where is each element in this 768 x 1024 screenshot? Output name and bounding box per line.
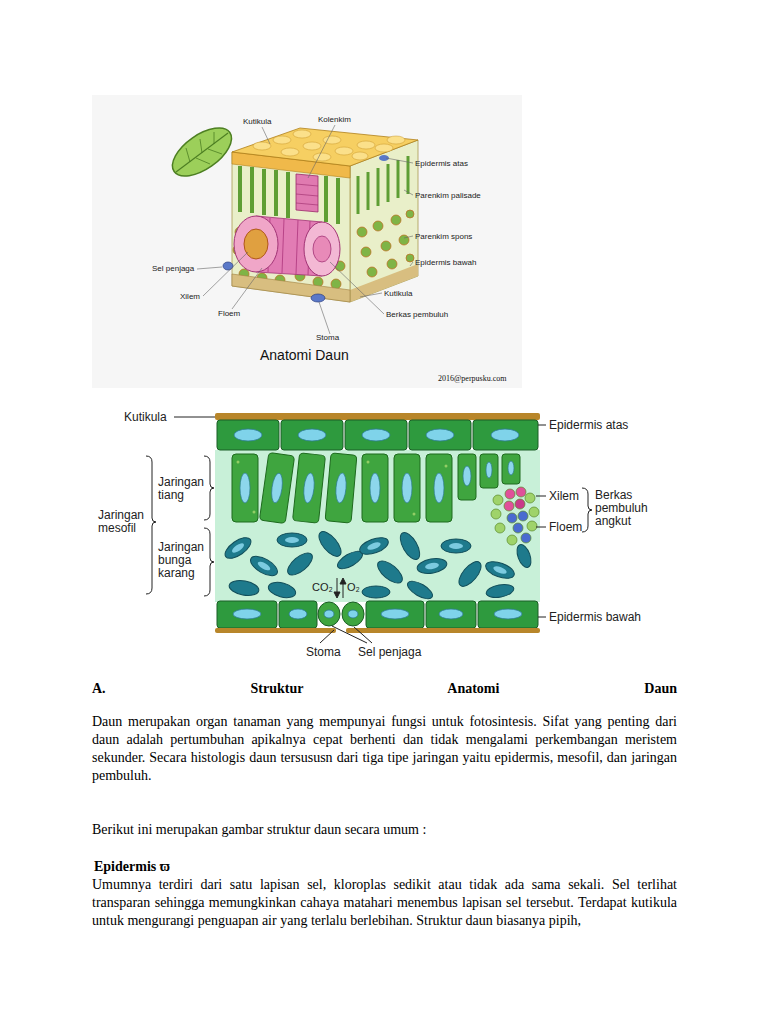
structure-label: Kolenkim xyxy=(318,115,351,125)
body-paragraph: Berikut ini merupakan gambar struktur da… xyxy=(92,821,677,839)
layer-label: Epidermis bawah xyxy=(415,258,476,268)
layer-label: Epidermis bawah xyxy=(549,611,669,624)
layer-label: Parenkim spons xyxy=(415,232,472,242)
structure-label: Kutikula xyxy=(384,289,412,299)
layer-label: Epidermis atas xyxy=(549,419,669,432)
structure-label: Stoma xyxy=(316,333,339,343)
tissue-label: Jaringan tiang xyxy=(158,476,208,502)
structure-label: Floem xyxy=(549,521,589,534)
gas-label: CO₂ xyxy=(312,581,333,593)
layer-label: Kutikula xyxy=(124,411,167,424)
structure-label: Stoma xyxy=(306,646,356,659)
structure-label: Xilem xyxy=(549,490,589,503)
structure-label: Berkas pembuluh angkut xyxy=(595,489,659,528)
structure-label: Berkas pembuluh xyxy=(386,310,448,320)
structure-label: Sel penjaga xyxy=(152,264,194,274)
layer-label: Parenkim palisade xyxy=(415,191,481,201)
body-paragraph: Daun merupakan organ tanaman yang mempun… xyxy=(92,713,677,785)
structure-label: Sel penjaga xyxy=(358,646,448,659)
watermark: 2016@perpusku.com xyxy=(438,374,506,384)
figure-caption: Anatomi Daun xyxy=(260,347,349,363)
structure-label: Kutikula xyxy=(243,117,271,127)
structure-label: Floem xyxy=(218,309,240,319)
tissue-label: Jaringan mesofil xyxy=(98,509,146,535)
gas-label: O₂ xyxy=(347,581,360,593)
section-heading: Epidermis ϖ xyxy=(94,858,170,876)
layer-label: Epidermis atas xyxy=(415,159,468,169)
tissue-label: Jaringan bunga karang xyxy=(158,541,204,580)
structure-label: Xilem xyxy=(180,292,200,302)
section-title: A. Struktur Anatomi Daun xyxy=(92,680,677,698)
body-paragraph: Umumnya terdiri dari satu lapisan sel, k… xyxy=(92,876,677,930)
